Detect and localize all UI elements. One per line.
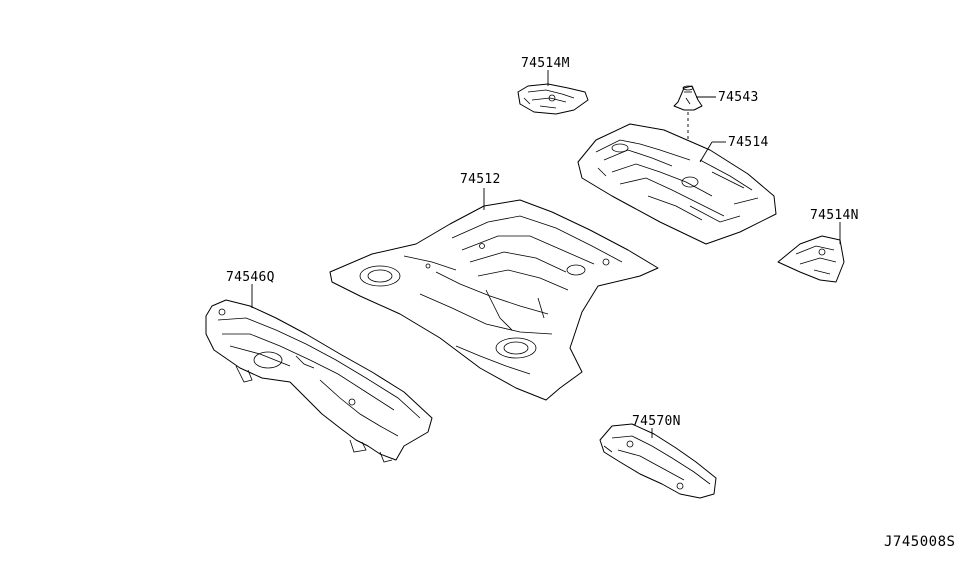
part-74514[interactable]	[577, 123, 777, 245]
part-label-74570n: 74570N	[632, 414, 681, 429]
part-74512[interactable]	[329, 199, 659, 401]
part-label-74543: 74543	[718, 90, 759, 105]
part-74514m[interactable]	[517, 83, 589, 115]
part-label-74514m: 74514M	[521, 56, 570, 71]
part-74514n[interactable]	[777, 235, 845, 283]
part-label-74514n: 74514N	[810, 208, 859, 223]
part-label-74512: 74512	[460, 172, 501, 187]
part-74546q[interactable]	[205, 299, 433, 463]
part-label-74546q: 74546Q	[226, 270, 275, 285]
diagram-reference-code: J745008S	[884, 534, 956, 550]
part-74570n[interactable]	[599, 423, 717, 499]
part-74543[interactable]	[673, 85, 703, 111]
part-label-74514: 74514	[728, 135, 769, 150]
leader-74514-b	[699, 141, 713, 163]
